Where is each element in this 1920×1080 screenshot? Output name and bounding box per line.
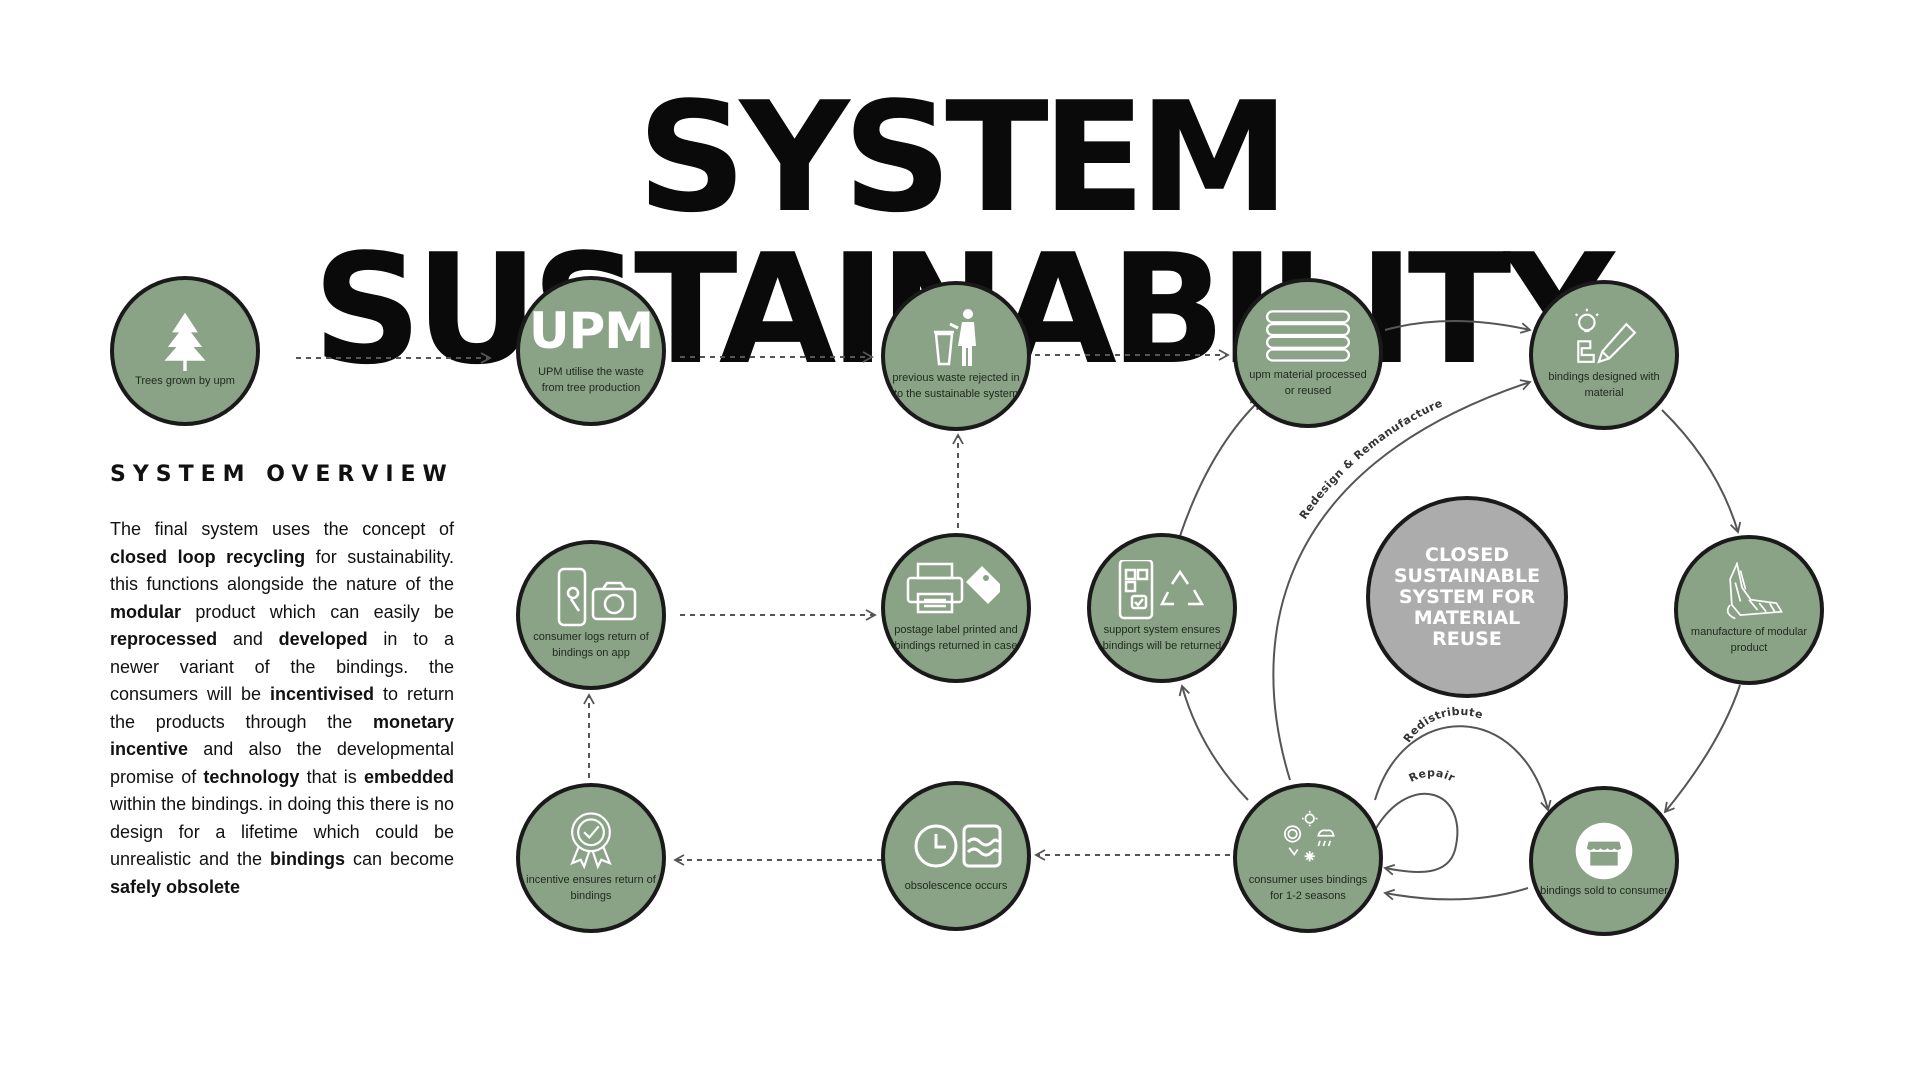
- repair-label: Repair: [1407, 766, 1457, 784]
- arrow-redistribute: [1374, 725, 1552, 812]
- node-sold: bindings sold to consumer: [1529, 786, 1679, 936]
- node-postage-label: postage label printed and bindings retur…: [894, 624, 1018, 652]
- arrow-material-to-design: [1384, 320, 1532, 334]
- center-closed-system: CLOSED SUSTAINABLE SYSTEM FOR MATERIAL R…: [1366, 496, 1568, 698]
- arrow-uses-to-support: [1178, 684, 1249, 801]
- binding-sketch-icon: [1726, 562, 1784, 620]
- node-material-label: upm material processed or reused: [1249, 369, 1367, 397]
- node-waste-label: previous waste rejected in to the sustai…: [892, 372, 1020, 400]
- node-support-label: support system ensures bindings will be …: [1102, 624, 1222, 652]
- phone-camera-icon: [557, 567, 637, 627]
- arrow-support-to-material: [1179, 398, 1262, 537]
- overview-emphasis: monetary incentive: [110, 711, 454, 760]
- award-badge-icon: [570, 812, 612, 870]
- overview-emphasis: bindings: [270, 849, 345, 869]
- arrow-manufacture-to-sold: [1663, 684, 1741, 814]
- weather-icon: [1283, 810, 1335, 862]
- overview-text-run: within the bindings. in doing this there…: [110, 794, 454, 869]
- node-upm-label: UPM utilise the waste from tree producti…: [538, 366, 644, 394]
- lightbulb-pencil-icon: [1574, 308, 1637, 364]
- node-postage: postage label printed and bindings retur…: [881, 533, 1031, 683]
- node-obsolescence: obsolescence occurs: [881, 781, 1031, 931]
- overview-text-run: to return the products through the: [110, 684, 454, 732]
- arrow-design-to-manufacture: [1661, 409, 1742, 534]
- node-design: bindings designed with material: [1529, 280, 1679, 430]
- overview-emphasis: reprocessed: [110, 629, 218, 649]
- node-waste: previous waste rejected in to the sustai…: [881, 281, 1031, 431]
- node-trees: Trees grown by upm: [110, 276, 260, 426]
- node-support: support system ensures bindings will be …: [1087, 533, 1237, 683]
- stacked-sheets-icon: [1265, 310, 1351, 362]
- trash-bin-person-icon: [934, 309, 976, 366]
- overview-emphasis: closed loop recycling: [110, 546, 306, 567]
- redistribute-label: Redistribute: [1401, 705, 1485, 745]
- node-material: upm material processed or reused: [1233, 278, 1383, 428]
- overview-emphasis: embedded: [363, 766, 454, 787]
- node-upm: UPM UPM utilise the waste from tree prod…: [516, 276, 666, 426]
- node-incentive-label: incentive ensures return of bindings: [526, 874, 656, 902]
- node-uses-label: consumer uses bindings for 1-2 seasons: [1248, 874, 1368, 902]
- arrow-redesign: [1272, 379, 1532, 781]
- arrow-repair: [1374, 792, 1459, 876]
- overview-text-run: can become: [345, 849, 454, 869]
- overview-emphasis: modular: [110, 601, 182, 622]
- printer-tag-icon: [906, 562, 1000, 614]
- overview-text-run: that is: [299, 766, 364, 787]
- node-sold-label: bindings sold to consumer: [1540, 885, 1668, 897]
- overview-text-run: for sustainability. this functions along…: [110, 546, 454, 595]
- system-overview-text: The final system uses the concept of clo…: [110, 516, 454, 901]
- overview-text-run: in to a newer variant of the bindings. t…: [110, 629, 454, 704]
- overview-emphasis: incentivised: [269, 684, 375, 704]
- node-incentive: incentive ensures return of bindings: [516, 783, 666, 933]
- node-logs-label: consumer logs return of bindings on app: [533, 631, 649, 659]
- node-manufacture: manufacture of modular product: [1674, 535, 1824, 685]
- upm-logo: UPM: [528, 302, 654, 360]
- overview-text-run: product which can easily be: [181, 601, 454, 622]
- node-obsolescence-label: obsolescence occurs: [904, 880, 1008, 892]
- overview-text-run: and also the developmental promise of: [110, 739, 454, 787]
- system-overview-heading: SYSTEM OVERVIEW: [110, 462, 454, 487]
- tree-icon: [164, 312, 206, 371]
- clock-wear-icon: [914, 824, 1002, 868]
- overview-text-run: The final system uses the concept of: [110, 519, 454, 539]
- node-trees-label: Trees grown by upm: [135, 375, 235, 387]
- app-recycle-icon: [1118, 560, 1205, 620]
- node-manufacture-label: manufacture of modular product: [1690, 626, 1808, 654]
- overview-emphasis: developed: [278, 629, 368, 649]
- overview-text-run: and: [217, 629, 279, 649]
- arrow-sold-to-uses: [1383, 887, 1529, 901]
- storefront-icon: [1575, 822, 1633, 880]
- overview-emphasis: technology: [203, 766, 300, 787]
- node-logs: consumer logs return of bindings on app: [516, 540, 666, 690]
- overview-emphasis: safely obsolete: [110, 876, 241, 897]
- node-design-label: bindings designed with material: [1548, 371, 1660, 399]
- center-label: CLOSED SUSTAINABLE SYSTEM FOR MATERIAL R…: [1393, 543, 1541, 650]
- node-uses: consumer uses bindings for 1-2 seasons: [1233, 783, 1383, 933]
